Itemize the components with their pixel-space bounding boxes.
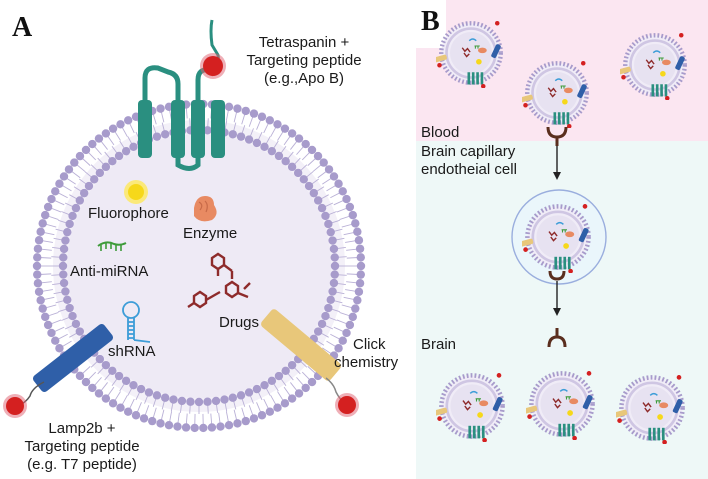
- enzyme-icon: [194, 196, 217, 222]
- shrna-label: shRNA: [108, 343, 156, 360]
- shrna-icon: [122, 301, 151, 343]
- t7-peptide: [3, 394, 27, 418]
- panel-b-letter: B: [421, 6, 440, 37]
- brain-exosomes: [432, 371, 683, 444]
- blood-exosomes: [432, 21, 685, 129]
- fluorophore-icon: [124, 180, 148, 204]
- receptor-top: [546, 126, 568, 146]
- click-chemistry-label: Click chemistry: [334, 336, 398, 372]
- blood-region-notch: [416, 0, 446, 48]
- fluorophore-label: Fluorophore: [88, 205, 169, 222]
- click-label-line1: Click: [353, 336, 386, 353]
- endothelial-cell: [511, 189, 607, 285]
- enzyme-label: Enzyme: [183, 225, 238, 242]
- receptor-bottom: [547, 328, 567, 348]
- panel-a-letter: A: [12, 12, 33, 43]
- tetraspanin-label: Tetraspanin + Targeting peptide (e.g.,Ap…: [228, 34, 380, 88]
- drugs-label: Drugs: [219, 314, 260, 331]
- click-label-line2: chemistry: [334, 354, 399, 371]
- drugs-icon: [187, 252, 251, 309]
- click-peptide: [335, 393, 359, 417]
- anti-mirna-label: Anti-miRNA: [70, 263, 149, 280]
- endothelial-label-line2: endotheial cell: [421, 161, 517, 178]
- brain-label: Brain: [421, 336, 457, 353]
- blood-label: Blood: [421, 124, 460, 141]
- tetraspanin-label-line3: (e.g.,Apo B): [263, 70, 345, 87]
- apob-peptide: [200, 53, 226, 79]
- tetraspanin-label-line2: Targeting peptide: [246, 52, 362, 69]
- endothelial-label-line1: Brain capillary: [421, 143, 516, 160]
- arrow-down-1: [553, 146, 561, 180]
- tetraspanin-label-line1: Tetraspanin +: [258, 34, 350, 51]
- lamp2b-label-line1: Lamp2b +: [48, 420, 116, 437]
- receptor-middle: [548, 270, 566, 281]
- arrow-down-2: [553, 281, 561, 316]
- lamp2b-label-line3: (e.g. T7 peptide): [27, 456, 137, 473]
- tetraspanin-protein: [138, 19, 225, 171]
- lamp2b-label-line2: Targeting peptide: [24, 438, 140, 455]
- lamp2b-label: Lamp2b + Targeting peptide (e.g. T7 pept…: [8, 420, 156, 474]
- anti-mirna-icon: [97, 241, 127, 251]
- endothelial-label: Brain capillary endotheial cell: [421, 143, 517, 179]
